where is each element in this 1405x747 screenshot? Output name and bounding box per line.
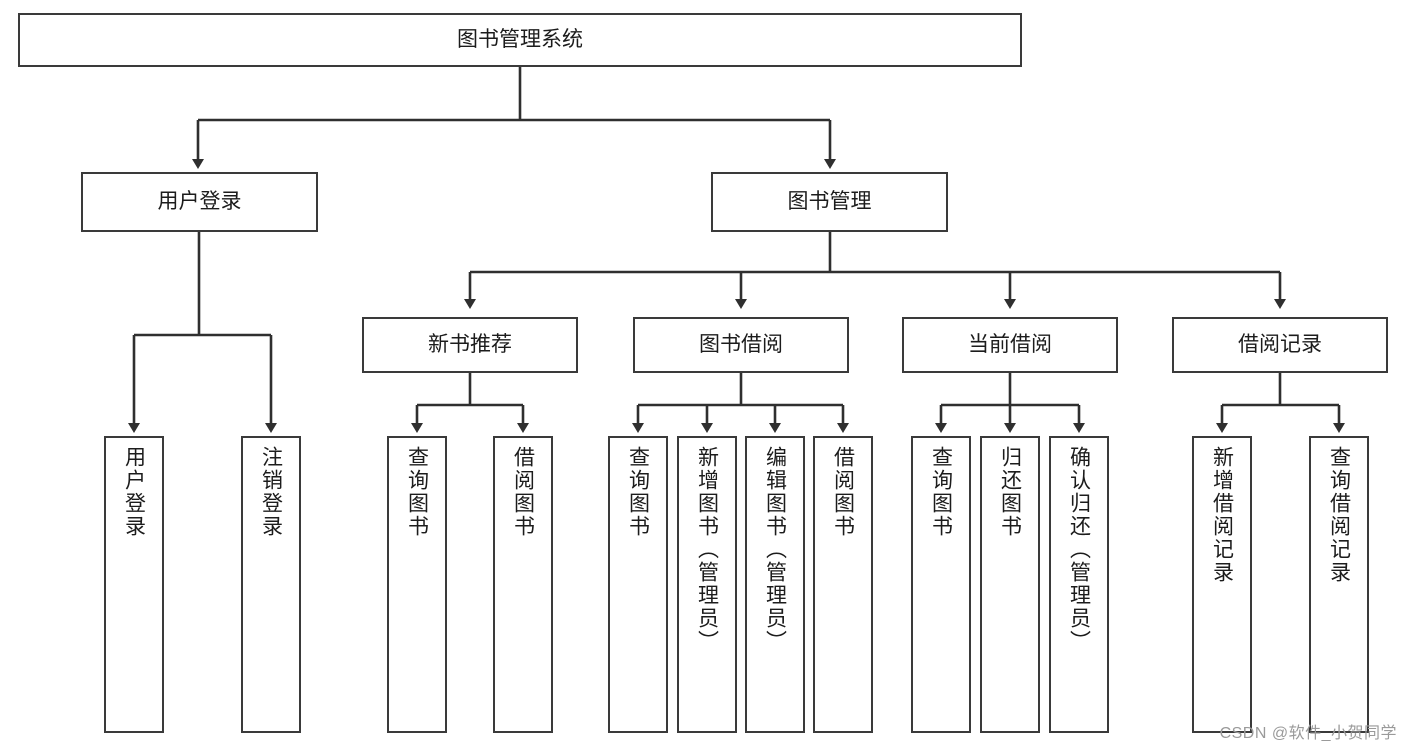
node-borrow-record-label: 借阅记录	[1238, 332, 1322, 356]
node-leaf-return-book[interactable]: 归还图书	[980, 436, 1040, 733]
node-root-system[interactable]: 图书管理系统	[18, 13, 1022, 67]
node-leaf-borrow-book-1-label: 借阅图书	[511, 446, 535, 538]
node-leaf-query-book-1[interactable]: 查询图书	[387, 436, 447, 733]
node-new-book-recommend[interactable]: 新书推荐	[362, 317, 578, 373]
node-user-login[interactable]: 用户登录	[81, 172, 318, 232]
node-book-management-label: 图书管理	[787, 189, 872, 213]
node-leaf-edit-book[interactable]: 编辑图书（管理员）	[745, 436, 805, 733]
node-root-label: 图书管理系统	[457, 27, 583, 51]
node-user-login-label: 用户登录	[157, 189, 242, 213]
node-leaf-query-book-2-label: 查询图书	[626, 446, 650, 538]
node-leaf-query-record[interactable]: 查询借阅记录	[1309, 436, 1369, 733]
node-leaf-add-book[interactable]: 新增图书（管理员）	[677, 436, 737, 733]
node-leaf-user-login-label: 用户登录	[122, 446, 146, 538]
node-leaf-query-book-2[interactable]: 查询图书	[608, 436, 668, 733]
node-borrow-record[interactable]: 借阅记录	[1172, 317, 1388, 373]
node-leaf-borrow-book-2[interactable]: 借阅图书	[813, 436, 873, 733]
node-leaf-return-book-label: 归还图书	[998, 446, 1022, 538]
node-leaf-query-book-3[interactable]: 查询图书	[911, 436, 971, 733]
node-current-borrow-label: 当前借阅	[968, 332, 1052, 356]
node-book-borrow[interactable]: 图书借阅	[633, 317, 849, 373]
node-leaf-confirm-return[interactable]: 确认归还（管理员）	[1049, 436, 1109, 733]
node-leaf-borrow-book-2-label: 借阅图书	[831, 446, 855, 538]
node-leaf-query-book-1-label: 查询图书	[405, 446, 429, 538]
node-leaf-query-book-3-label: 查询图书	[929, 446, 953, 538]
node-leaf-confirm-return-label: 确认归还（管理员）	[1067, 446, 1091, 653]
node-leaf-query-record-label: 查询借阅记录	[1327, 446, 1351, 584]
csdn-watermark: CSDN @软件_小贺同学	[1219, 725, 1397, 742]
node-new-book-recommend-label: 新书推荐	[428, 332, 512, 356]
node-book-management[interactable]: 图书管理	[711, 172, 948, 232]
node-leaf-add-record-label: 新增借阅记录	[1210, 446, 1234, 584]
node-leaf-borrow-book-1[interactable]: 借阅图书	[493, 436, 553, 733]
node-current-borrow[interactable]: 当前借阅	[902, 317, 1118, 373]
node-leaf-add-book-label: 新增图书（管理员）	[695, 446, 719, 653]
node-leaf-add-record[interactable]: 新增借阅记录	[1192, 436, 1252, 733]
node-leaf-logout-login[interactable]: 注销登录	[241, 436, 301, 733]
node-book-borrow-label: 图书借阅	[699, 332, 783, 356]
node-leaf-edit-book-label: 编辑图书（管理员）	[763, 446, 787, 653]
node-leaf-user-login[interactable]: 用户登录	[104, 436, 164, 733]
node-leaf-logout-login-label: 注销登录	[259, 446, 283, 538]
